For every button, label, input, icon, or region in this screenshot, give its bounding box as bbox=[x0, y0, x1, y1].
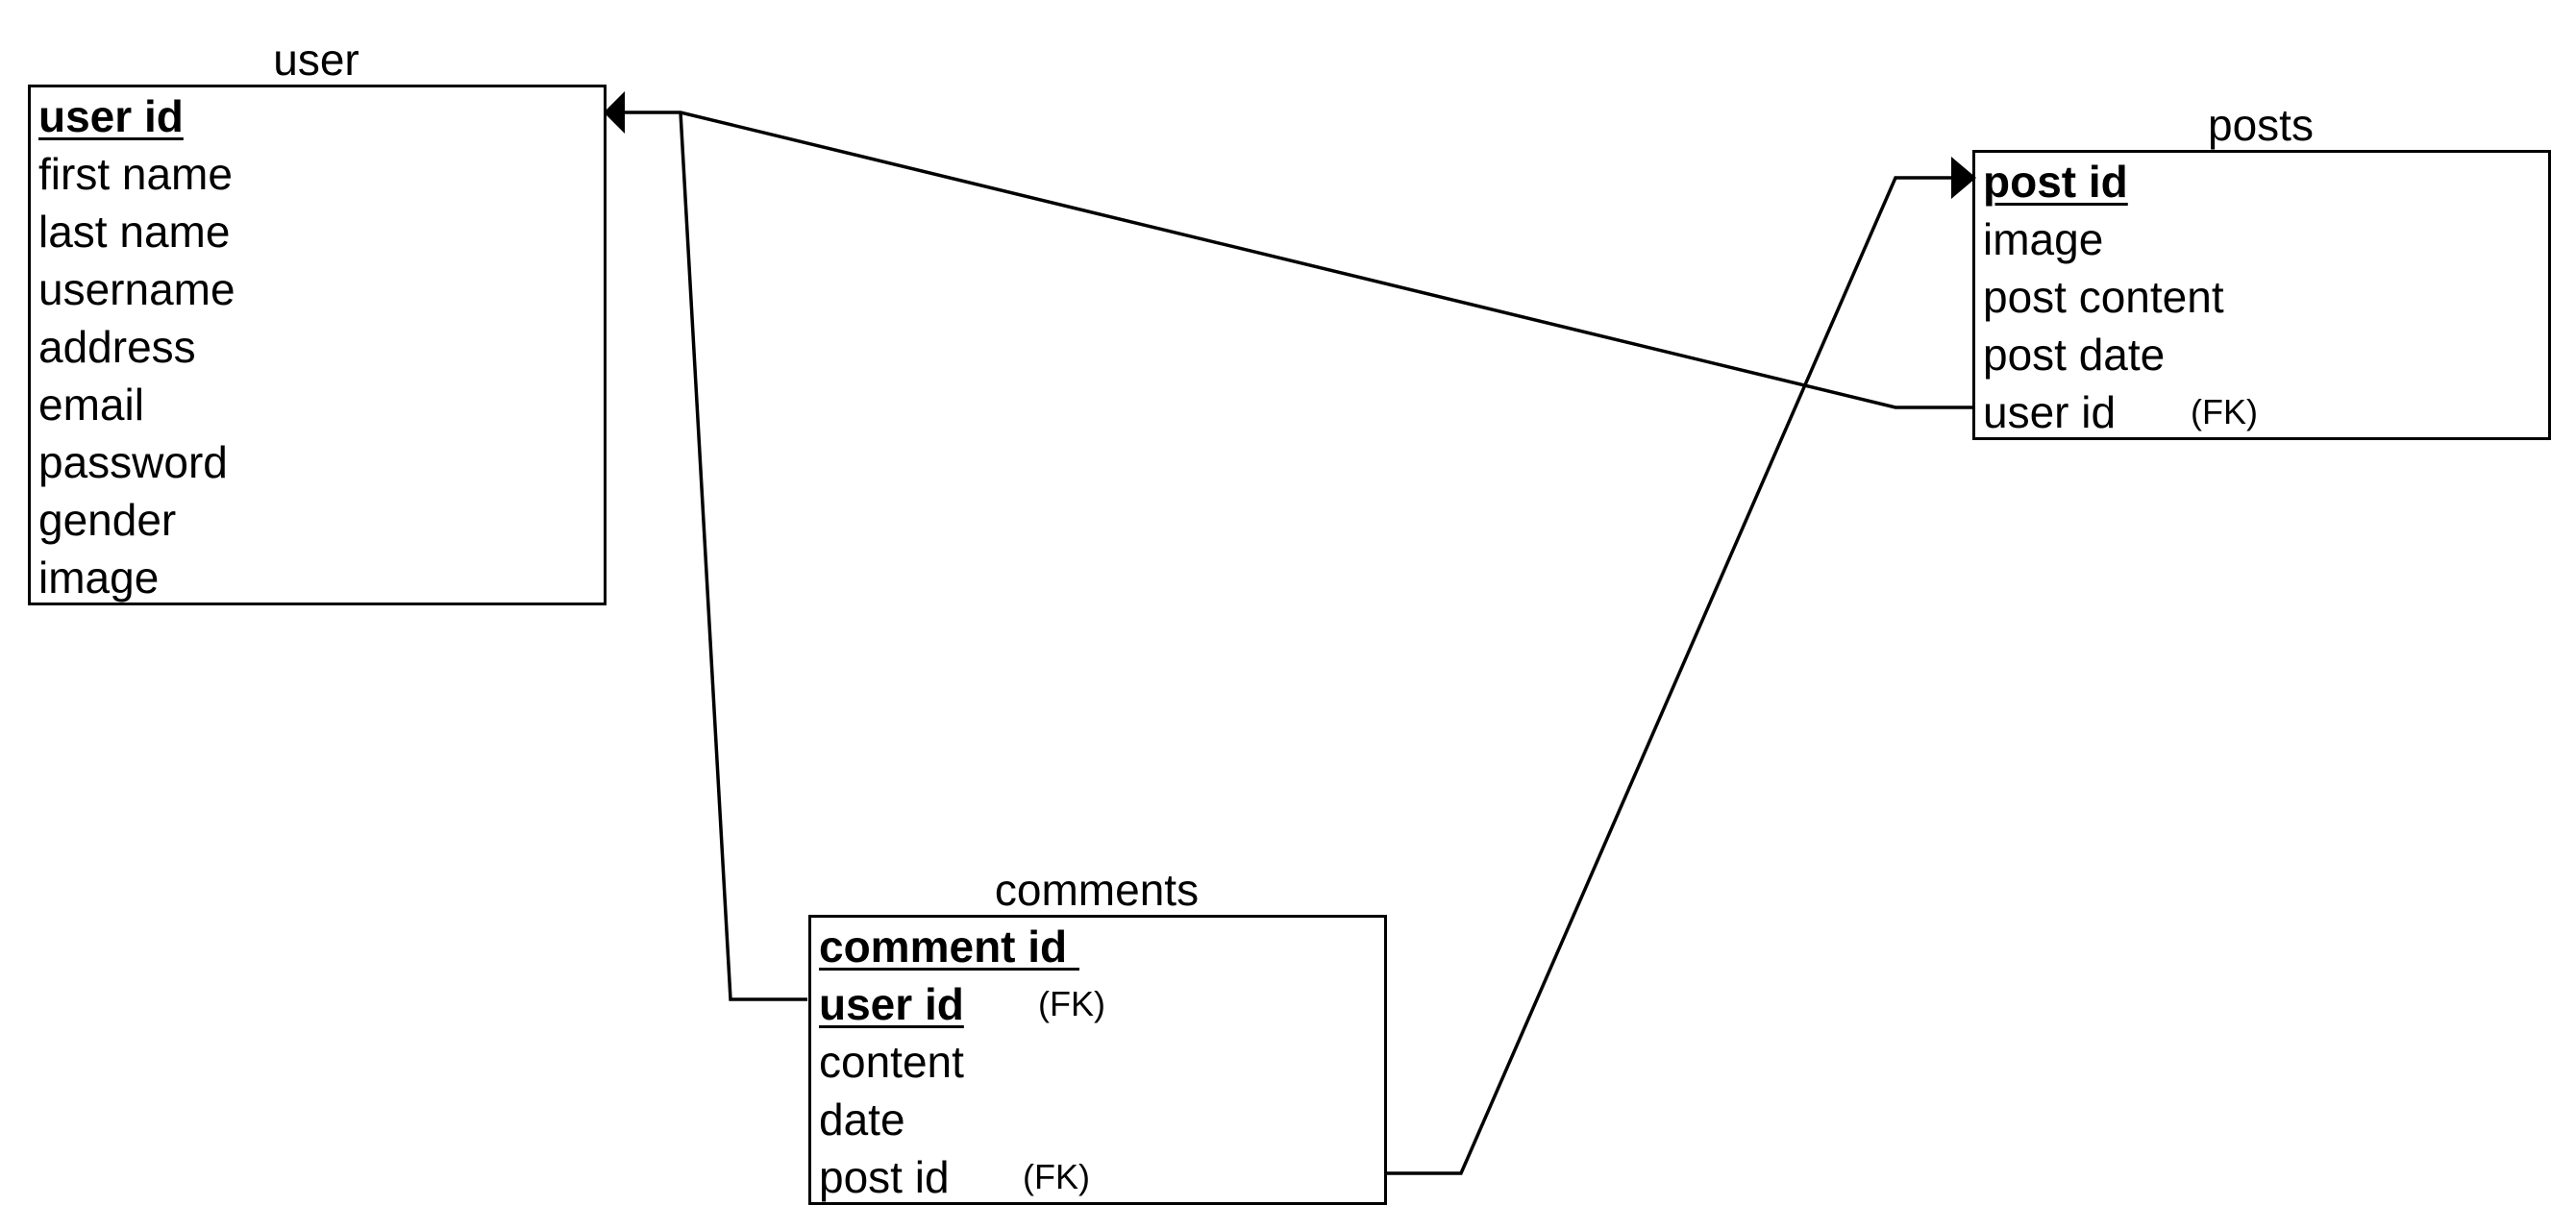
field-name-date: date bbox=[819, 1095, 905, 1144]
field-username: username bbox=[38, 260, 235, 318]
field-name-post-id: post id bbox=[819, 1152, 950, 1202]
field-name-comment-id: comment id bbox=[819, 922, 1079, 972]
field-name-email: email bbox=[38, 380, 144, 430]
field-image: image bbox=[38, 549, 159, 606]
field-name-content: content bbox=[819, 1037, 964, 1087]
field-address: address bbox=[38, 318, 196, 376]
field-last-name: last name bbox=[38, 203, 230, 260]
field-name-last-name: last name bbox=[38, 207, 231, 257]
field-name-image: image bbox=[1983, 214, 2104, 264]
field-name-image: image bbox=[38, 553, 160, 603]
table-title-user: user bbox=[273, 35, 359, 85]
field-user-id-fk: user id bbox=[819, 975, 964, 1033]
field-name-password: password bbox=[38, 437, 228, 487]
field-name-first-name: first name bbox=[38, 149, 233, 199]
table-comments[interactable]: comment id user id (FK) content date pos… bbox=[808, 915, 1387, 1205]
field-name-username: username bbox=[38, 264, 235, 314]
field-user-id: user id bbox=[38, 87, 184, 145]
field-name-user-id: user id bbox=[819, 979, 964, 1029]
field-gender: gender bbox=[38, 491, 176, 549]
field-name-gender: gender bbox=[38, 495, 177, 545]
field-name-user-id: user id bbox=[1983, 387, 2117, 437]
fk-label: (FK) bbox=[1023, 1157, 1090, 1196]
field-name-address: address bbox=[38, 322, 196, 372]
table-title-posts: posts bbox=[2208, 100, 2314, 150]
arrowhead-user-user-id bbox=[604, 91, 625, 134]
field-post-id: post id bbox=[1983, 153, 2128, 210]
connector-comments-postid-to-posts bbox=[1386, 176, 1951, 1175]
field-date: date bbox=[819, 1091, 905, 1148]
field-first-name: first name bbox=[38, 145, 233, 203]
field-comment-id: comment id bbox=[819, 918, 1079, 975]
field-email: email bbox=[38, 376, 144, 433]
table-user[interactable]: user id first name last name username ad… bbox=[28, 85, 607, 605]
field-name-post-date: post date bbox=[1983, 330, 2166, 380]
table-title-comments: comments bbox=[994, 865, 1200, 915]
table-posts[interactable]: post id image post content post date use… bbox=[1972, 150, 2551, 440]
field-user-id-fk: user id bbox=[1983, 383, 2116, 441]
fk-label: (FK) bbox=[1038, 984, 1105, 1023]
field-content: content bbox=[819, 1033, 964, 1091]
field-post-date: post date bbox=[1983, 326, 2165, 383]
field-name-post-id: post id bbox=[1983, 157, 2128, 207]
arrowhead-posts-post-id bbox=[1951, 157, 1976, 199]
field-post-id-fk: post id bbox=[819, 1148, 950, 1206]
field-name-post-content: post content bbox=[1983, 272, 2224, 322]
fk-label: (FK) bbox=[2191, 392, 2258, 431]
field-post-content: post content bbox=[1983, 268, 2224, 326]
field-image: image bbox=[1983, 210, 2103, 268]
field-name-user-id: user id bbox=[38, 91, 184, 141]
connector-posts-userid-to-user bbox=[623, 111, 1972, 409]
connector-comments-userid-to-user bbox=[679, 111, 807, 1001]
field-password: password bbox=[38, 433, 228, 491]
